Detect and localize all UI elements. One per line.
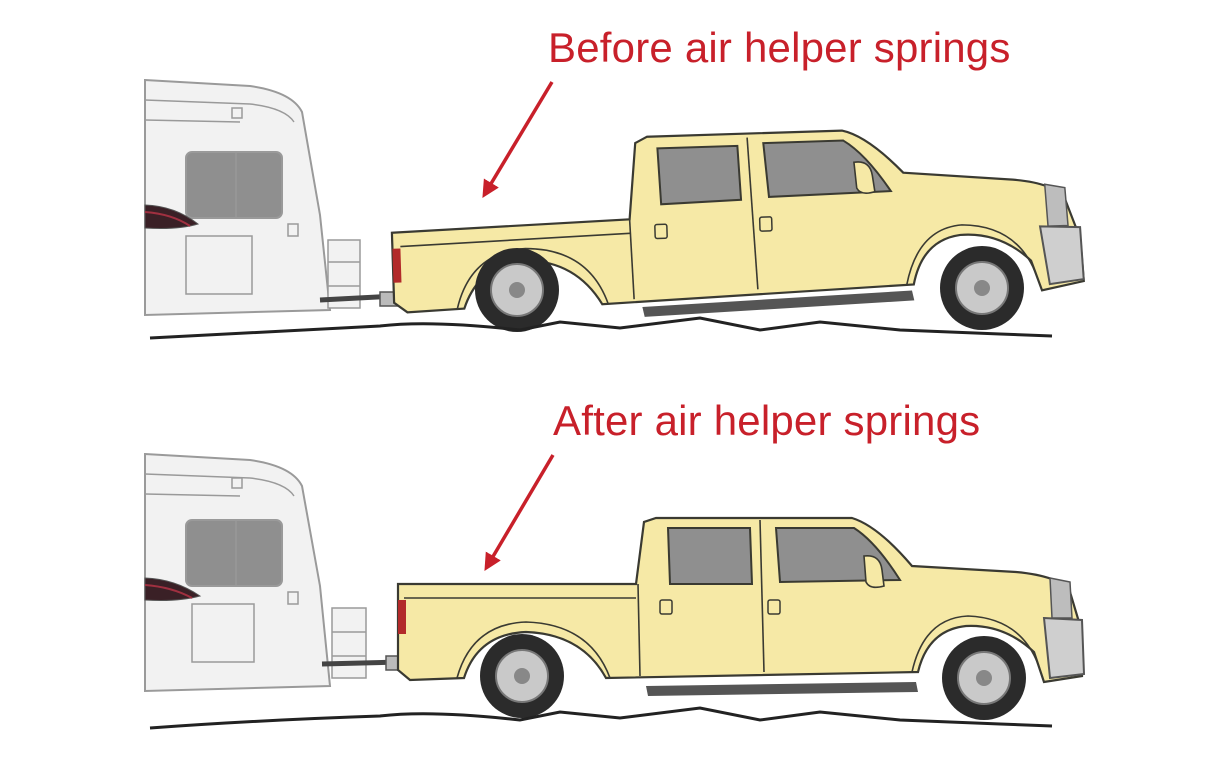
travel-trailer — [144, 452, 409, 693]
ground-line — [149, 316, 1053, 340]
front-wheel — [942, 636, 1026, 720]
trailer-door — [185, 235, 253, 295]
travel-trailer — [144, 78, 403, 317]
tail-light — [398, 600, 406, 634]
trailer-window — [185, 151, 283, 219]
caption-after: After air helper springs — [553, 397, 981, 444]
side-mirror — [853, 161, 876, 194]
trailer-door — [191, 603, 255, 663]
front-wheel — [940, 246, 1024, 330]
caption-before: Before air helper springs — [548, 24, 1011, 71]
rear-wheel — [480, 634, 564, 718]
tail-light — [392, 248, 402, 283]
rear-door-window — [656, 144, 743, 206]
trailer-window — [185, 519, 283, 587]
ground-line — [149, 706, 1053, 730]
pickup-truck — [390, 129, 1085, 317]
scene-before — [144, 78, 1085, 340]
scene-after — [144, 452, 1086, 730]
side-mirror — [863, 554, 885, 589]
rear-door-window — [666, 527, 754, 585]
rear-wheel — [475, 248, 559, 332]
pickup-truck — [396, 516, 1086, 696]
